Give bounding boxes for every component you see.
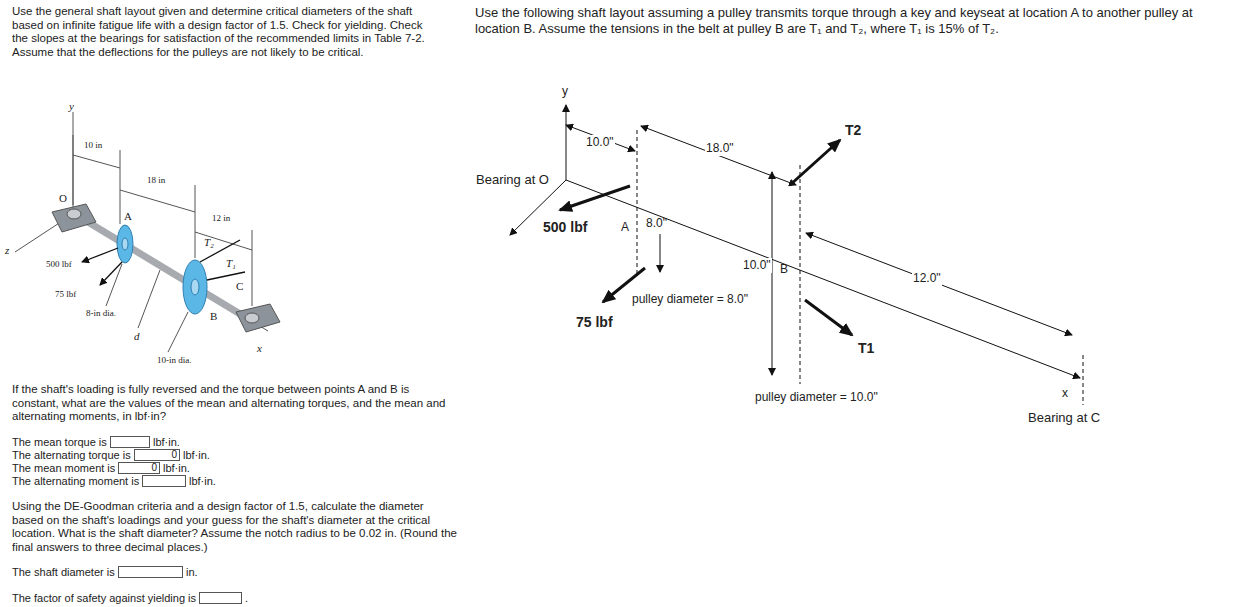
answer-box — [118, 566, 183, 578]
label-text: x — [257, 342, 262, 354]
label-text: d — [134, 330, 140, 342]
label-text: The factor of safety against yielding is — [12, 592, 196, 605]
label-text: 18 in — [147, 175, 165, 185]
label-text: O — [59, 192, 67, 204]
label-text: T₁ — [226, 257, 236, 269]
answer-box: 0 — [134, 449, 180, 461]
label-text: T1 — [858, 340, 874, 356]
label-text: pulley diameter = 10.0" — [755, 390, 878, 405]
label-text: B — [780, 262, 788, 277]
label-text: 75 lbf — [55, 289, 76, 299]
label-text: pulley diameter = 8.0" — [632, 292, 748, 307]
label-text: lbf·in. — [153, 436, 180, 449]
answer-box — [142, 475, 186, 487]
label-text: T₂ — [204, 236, 214, 248]
label-text: A — [621, 220, 629, 235]
label-text: x — [1062, 386, 1068, 401]
label-text: lbf·in. — [183, 449, 210, 462]
label-text: If the shaft's loading is fully reversed… — [12, 383, 452, 424]
label-text: 500 lbf — [46, 259, 72, 269]
label-text: The mean torque is — [12, 436, 107, 449]
label-text: y — [562, 84, 568, 99]
label-text: Using the DE-Goodman criteria and a desi… — [12, 500, 457, 554]
label-text: 8.0" — [646, 216, 667, 231]
label-text: B — [210, 310, 217, 322]
label-text: 12.0" — [912, 271, 942, 286]
label-text: 500 lbf — [543, 219, 587, 235]
label-text: The shaft diameter is — [12, 566, 115, 579]
label-text: y — [69, 100, 74, 112]
label-text: Bearing at C — [1028, 410, 1100, 425]
label-text: The alternating torque is — [12, 449, 131, 462]
label-text: lbf·in. — [163, 462, 190, 475]
label-text: 18.0" — [705, 141, 735, 156]
label-text: 8-in dia. — [86, 308, 116, 318]
label-text: 75 lbf — [576, 314, 613, 330]
label-text: . — [245, 592, 248, 605]
label-text: 10 in — [84, 140, 102, 150]
label-text: 10-in dia. — [157, 355, 192, 365]
label-text: 10.0" — [742, 258, 772, 273]
answer-value: 0 — [151, 462, 157, 473]
label-text: z — [5, 244, 9, 256]
label-text: T2 — [845, 122, 861, 138]
label-text: Use the following shaft layout assuming … — [475, 5, 1225, 37]
label-text: lbf·in. — [189, 475, 216, 488]
answer-box — [110, 436, 150, 448]
answer-value: 0 — [171, 449, 177, 460]
label-text: The mean moment is — [12, 462, 115, 475]
answer-box — [199, 592, 242, 604]
label-text: C — [236, 280, 243, 292]
label-text: in. — [186, 566, 198, 579]
label-text: 10.0" — [585, 135, 615, 150]
label-text: 12 in — [212, 213, 230, 223]
label-text: The alternating moment is — [12, 475, 139, 488]
label-text: A — [124, 210, 132, 222]
label-text: Bearing at O — [476, 172, 549, 187]
answer-box: 0 — [118, 462, 160, 474]
label-text: Use the general shaft layout given and d… — [12, 5, 432, 59]
